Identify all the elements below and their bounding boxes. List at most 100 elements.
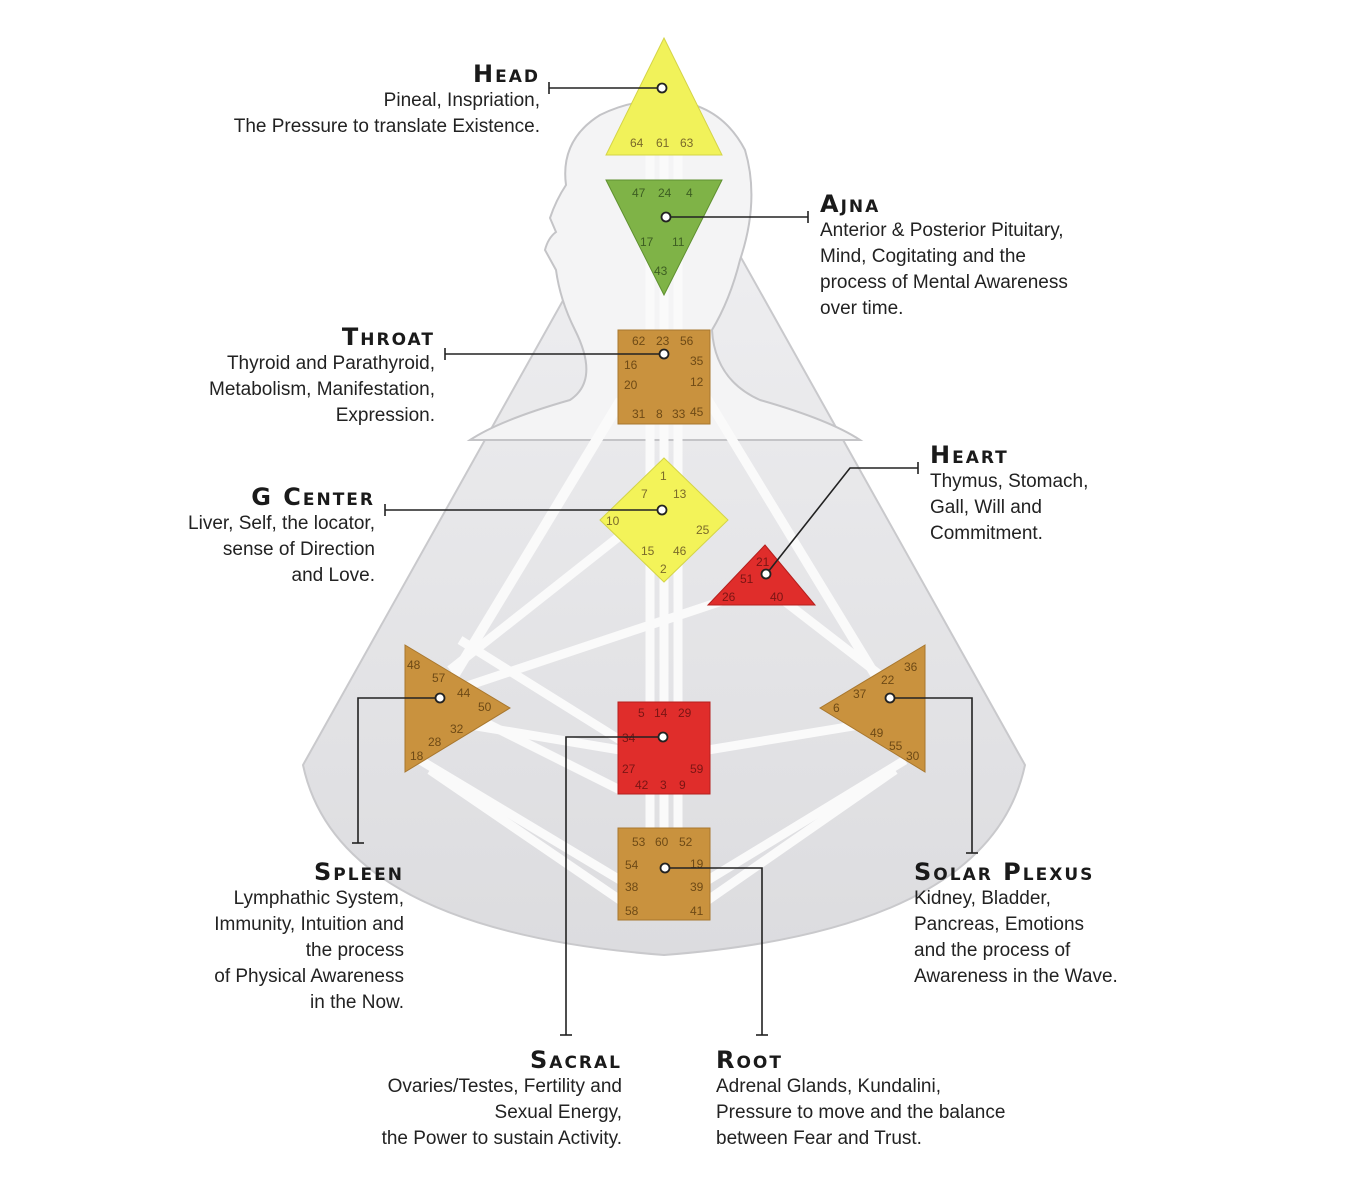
heart-desc-line: Gall, Will and: [930, 497, 1042, 518]
gate-label: 2: [660, 562, 667, 576]
gate-label: 41: [690, 904, 704, 918]
gate-label: 60: [655, 835, 669, 849]
gate-label: 4: [686, 186, 693, 200]
spleen-title: Spleen: [313, 858, 404, 886]
solar-plexus-desc-line: Pancreas, Emotions: [914, 914, 1085, 935]
gate-label: 49: [870, 726, 884, 740]
sacral-desc-line: Ovaries/Testes, Fertility and: [387, 1076, 622, 1097]
root-desc-line: Adrenal Glands, Kundalini,: [716, 1076, 941, 1097]
spleen-desc-line: the process: [305, 940, 404, 961]
gate-label: 18: [410, 749, 424, 763]
center-g: 1 7 13 10 25 15 46 2: [599, 457, 729, 583]
gate-label: 24: [658, 186, 672, 200]
center-root: 53 60 52 54 19 38 39 58 41: [617, 827, 711, 921]
gate-label: 62: [632, 334, 646, 348]
head-title: Head: [473, 60, 540, 88]
center-head: 64 61 63: [605, 36, 723, 156]
gate-label: 31: [632, 407, 646, 421]
gate-label: 42: [635, 778, 649, 792]
heart-desc-line: Commitment.: [930, 523, 1043, 544]
gate-label: 38: [625, 880, 639, 894]
sacral-desc-line: the Power to sustain Activity.: [381, 1128, 622, 1149]
spleen-desc-line: Immunity, Intuition and: [214, 914, 404, 935]
g-center-desc-line: and Love.: [291, 565, 375, 586]
label-throat: Throat Thyroid and Parathyroid, Metaboli…: [120, 323, 435, 429]
gate-label: 29: [678, 706, 692, 720]
gate-label: 9: [679, 778, 686, 792]
label-sacral: Sacral Ovaries/Testes, Fertility and Sex…: [300, 1046, 622, 1152]
gate-label: 23: [656, 334, 670, 348]
label-spleen: Spleen Lymphathic System, Immunity, Intu…: [120, 858, 404, 1016]
label-root: Root Adrenal Glands, Kundalini, Pressure…: [716, 1046, 1076, 1152]
gate-label: 53: [632, 835, 646, 849]
spleen-desc-line: Lymphathic System,: [233, 888, 404, 909]
gate-label: 7: [641, 487, 648, 501]
gate-label: 27: [622, 762, 636, 776]
center-ajna: 47 24 4 17 11 43: [605, 179, 723, 297]
gate-label: 37: [853, 687, 867, 701]
gate-label: 21: [756, 555, 770, 569]
center-solar-plexus: 36 22 37 6 49 55 30: [819, 644, 926, 773]
gate-label: 43: [654, 264, 668, 278]
head-desc-line: Pineal, Inspriation,: [383, 90, 540, 111]
throat-desc-line: Metabolism, Manifestation,: [209, 379, 435, 400]
g-center-title: G Center: [251, 483, 375, 511]
gate-label: 40: [770, 590, 784, 604]
leader-lines: [352, 82, 978, 1036]
heart-title: Heart: [930, 441, 1009, 469]
gate-label: 6: [833, 701, 840, 715]
solar-plexus-desc-line: Kidney, Bladder,: [914, 888, 1051, 909]
gate-label: 50: [478, 700, 492, 714]
gate-label: 32: [450, 722, 464, 736]
heart-desc-line: Thymus, Stomach,: [930, 471, 1089, 492]
gate-label: 20: [624, 378, 638, 392]
spleen-desc-line: in the Now.: [310, 992, 404, 1013]
g-center-desc-line: Liver, Self, the locator,: [188, 513, 375, 534]
sacral-desc-line: Sexual Energy,: [494, 1102, 622, 1123]
gate-label: 46: [673, 544, 687, 558]
label-ajna: Ajna Anterior & Posterior Pituitary, Min…: [820, 190, 1150, 322]
gate-label: 36: [904, 660, 918, 674]
sacral-title: Sacral: [530, 1046, 622, 1074]
gate-label: 45: [690, 405, 704, 419]
gate-label: 47: [632, 186, 646, 200]
gate-label: 17: [640, 235, 654, 249]
label-head: Head Pineal, Inspriation, The Pressure t…: [140, 60, 540, 140]
gate-label: 10: [606, 514, 620, 528]
gate-label: 54: [625, 858, 639, 872]
gate-label: 35: [690, 354, 704, 368]
label-g-center: G Center Liver, Self, the locator, sense…: [100, 483, 375, 589]
leader-dots: [434, 82, 896, 874]
center-spleen: 48 57 44 50 32 28 18: [404, 644, 511, 773]
gate-label: 64: [630, 136, 644, 150]
gate-label: 39: [690, 880, 704, 894]
ajna-desc-line: Anterior & Posterior Pituitary,: [820, 220, 1064, 241]
throat-desc-line: Expression.: [335, 405, 435, 426]
gate-label: 15: [641, 544, 655, 558]
gate-label: 61: [656, 136, 670, 150]
spleen-desc-line: of Physical Awareness: [214, 966, 404, 987]
gate-label: 1: [660, 469, 667, 483]
head-desc-line: The Pressure to translate Existence.: [233, 116, 540, 137]
root-title: Root: [716, 1046, 783, 1074]
throat-title: Throat: [341, 323, 435, 351]
gate-label: 33: [672, 407, 686, 421]
gate-label: 25: [696, 523, 710, 537]
label-heart: Heart Thymus, Stomach, Gall, Will and Co…: [930, 441, 1160, 547]
gate-label: 58: [625, 904, 639, 918]
gate-label: 14: [654, 706, 668, 720]
gate-label: 57: [432, 671, 446, 685]
gate-label: 55: [889, 739, 903, 753]
gate-label: 3: [660, 778, 667, 792]
gate-label: 12: [690, 375, 704, 389]
g-center-desc-line: sense of Direction: [222, 539, 375, 560]
gate-label: 8: [656, 407, 663, 421]
gate-label: 52: [679, 835, 693, 849]
root-desc-line: between Fear and Trust.: [716, 1128, 922, 1149]
ajna-title: Ajna: [820, 190, 881, 218]
gate-label: 56: [680, 334, 694, 348]
root-desc-line: Pressure to move and the balance: [716, 1102, 1006, 1123]
ajna-desc-line: process of Mental Awareness: [820, 272, 1068, 293]
throat-desc-line: Thyroid and Parathyroid,: [226, 353, 435, 374]
